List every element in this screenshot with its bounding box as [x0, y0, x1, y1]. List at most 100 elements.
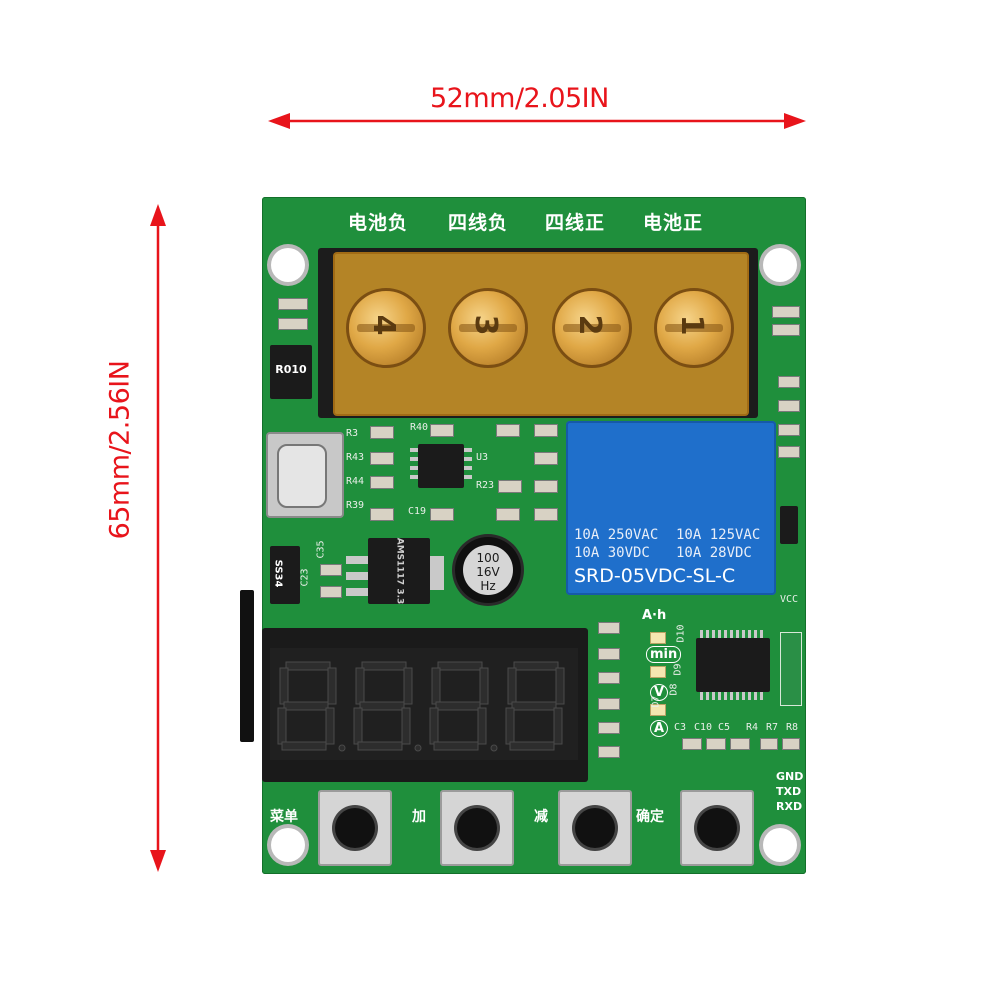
smd-resistor — [598, 722, 620, 734]
subtract-button-cap[interactable] — [575, 808, 615, 848]
smd-resistor — [496, 508, 520, 521]
add-button-cap[interactable] — [457, 808, 497, 848]
button-label-subtract: 减 — [534, 809, 548, 825]
microcontroller — [696, 638, 770, 692]
screw-number: 2 — [572, 314, 607, 336]
serial-pin-rxd: RXD — [776, 800, 803, 813]
decimal-point — [338, 744, 346, 752]
smd-resistor — [496, 424, 520, 437]
indicator-led-ah — [650, 632, 666, 644]
silk-label: C3 — [674, 722, 687, 733]
relay-rating-4: 10A 28VDC — [676, 545, 752, 561]
silk-label: C35 — [315, 540, 327, 559]
indicator-led-min — [650, 666, 666, 678]
smd-part — [278, 318, 308, 330]
width-arrow-head-right — [784, 113, 806, 129]
silk-label: R7 — [766, 722, 779, 733]
silk-label: R4 — [746, 722, 759, 733]
decimal-point — [414, 744, 422, 752]
smd-resistor — [682, 738, 702, 750]
silk-label: D9 — [672, 663, 684, 676]
usb-c-port[interactable] — [277, 444, 327, 508]
smd-resistor — [534, 424, 558, 437]
decimal-point — [490, 744, 498, 752]
screw-terminal-3[interactable]: 3 — [448, 288, 528, 368]
smd-resistor — [370, 476, 394, 489]
smd-resistor — [430, 508, 454, 521]
capacitor-voltage: 16V — [476, 565, 500, 579]
diode-label: SS34 — [272, 559, 284, 588]
silk-label: C5 — [718, 722, 731, 733]
mounting-hole-top-left — [271, 248, 305, 282]
indicator-label-min: min — [646, 646, 682, 663]
screw-number: 1 — [674, 314, 709, 336]
display-digits — [277, 661, 565, 752]
transistor — [780, 506, 798, 544]
serial-pin-txd: TXD — [776, 785, 802, 798]
width-arrow-head-left — [268, 113, 290, 129]
silk-label: R44 — [346, 476, 365, 487]
op-amp-chip — [418, 444, 464, 488]
mounting-hole-top-right — [763, 248, 797, 282]
smd-resistor — [706, 738, 726, 750]
screw-terminal-1[interactable]: 1 — [654, 288, 734, 368]
digit-2 — [353, 661, 413, 751]
smd-resistor — [598, 672, 620, 684]
smd-resistor — [598, 622, 620, 634]
silk-label: C10 — [694, 722, 713, 733]
silk-label: R3 — [346, 428, 359, 439]
silk-label: C19 — [408, 506, 427, 517]
menu-button-cap[interactable] — [335, 808, 375, 848]
vcc-label: VCC — [780, 594, 799, 605]
silk-label: C23 — [299, 568, 311, 587]
mounting-hole-bottom-left — [271, 828, 305, 862]
screw-number: 4 — [366, 314, 401, 336]
silk-label: R43 — [346, 452, 365, 463]
indicator-label-ah: A·h — [642, 608, 667, 623]
smd-resistor — [534, 480, 558, 493]
screw-terminal-2[interactable]: 2 — [552, 288, 632, 368]
smd-resistor — [370, 452, 394, 465]
smd-capacitor — [320, 564, 342, 576]
silk-label: R8 — [786, 722, 799, 733]
smd-resistor — [534, 508, 558, 521]
silk-label: U3 — [476, 452, 489, 463]
smd-part — [772, 306, 800, 318]
digit-4 — [505, 661, 565, 751]
height-label: 65mm/2.56IN — [104, 360, 136, 540]
screw-number: 3 — [468, 314, 503, 336]
smd-resistor — [370, 508, 394, 521]
confirm-button-cap[interactable] — [697, 808, 737, 848]
silk-label: R40 — [410, 422, 429, 433]
terminal-label-four-wire-positive: 四线正 — [545, 212, 606, 234]
indicator-label-v: V — [650, 684, 669, 701]
relay-rating-2: 10A 125VAC — [676, 527, 761, 543]
smd-resistor — [782, 738, 800, 750]
smd-resistor — [778, 424, 800, 436]
chip-pins — [464, 448, 472, 484]
screw-terminal-4[interactable]: 4 — [346, 288, 426, 368]
terminal-label-battery-positive: 电池正 — [643, 212, 704, 234]
terminal-label-battery-negative: 电池负 — [348, 212, 409, 234]
regulator-tab — [346, 556, 370, 564]
digit-1 — [277, 661, 337, 751]
menu-button[interactable] — [318, 790, 392, 866]
smd-resistor — [598, 698, 620, 710]
shunt-resistor-label: R010 — [275, 363, 307, 376]
smd-part — [278, 298, 308, 310]
relay-rating-3: 10A 30VDC — [574, 545, 650, 561]
terminal-label-four-wire-negative: 四线负 — [448, 212, 509, 234]
relay-model: SRD-05VDC-SL-C — [574, 565, 736, 587]
silk-label: D8 — [668, 683, 680, 696]
pin-header — [780, 632, 802, 706]
confirm-button[interactable] — [680, 790, 754, 866]
shunt-resistor: R010 — [270, 345, 312, 399]
smd-resistor — [430, 424, 454, 437]
smd-part — [772, 324, 800, 336]
add-button[interactable] — [440, 790, 514, 866]
height-arrow-head-top — [150, 204, 166, 226]
subtract-button[interactable] — [558, 790, 632, 866]
button-label-confirm: 确定 — [636, 809, 664, 825]
diode-ss34: SS34 — [270, 546, 300, 604]
mounting-hole-bottom-right — [763, 828, 797, 862]
